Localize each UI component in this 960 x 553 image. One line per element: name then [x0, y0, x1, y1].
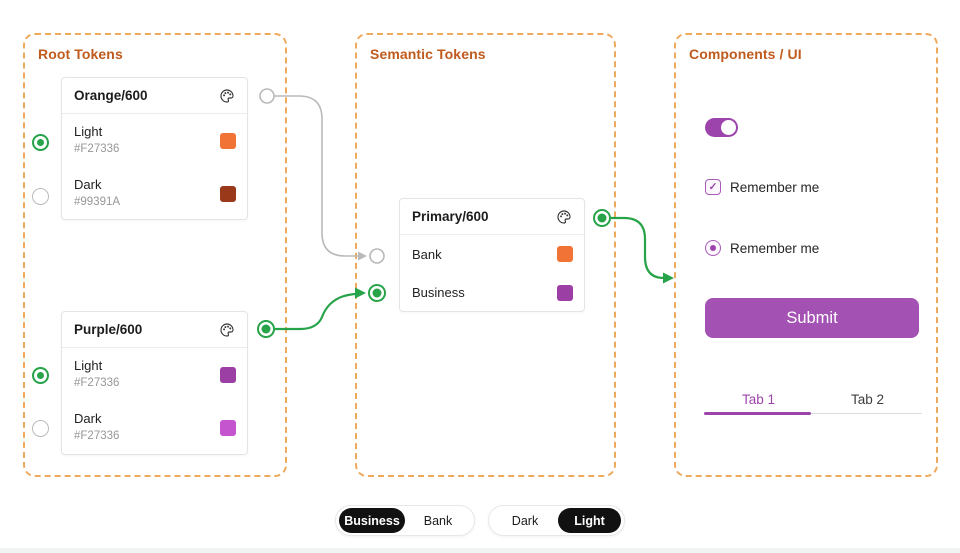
purple-dark-radio[interactable]	[31, 419, 49, 437]
orange-dark-swatch	[220, 185, 236, 202]
business-row[interactable]: Business	[400, 274, 584, 313]
semantic-tokens-title: Semantic Tokens	[370, 46, 486, 62]
submit-button[interactable]: Submit	[705, 298, 919, 338]
checkbox[interactable]: ✓	[705, 179, 721, 195]
orange-dark-label: Dark	[74, 177, 102, 192]
root-tokens-title: Root Tokens	[38, 46, 123, 62]
theme-option-dark[interactable]: Dark	[511, 513, 539, 528]
orange-light-label: Light	[74, 124, 103, 139]
bank-row[interactable]: Bank	[400, 235, 584, 274]
active-tab-underline	[704, 412, 811, 415]
toggle-knob	[721, 120, 736, 135]
radio-button[interactable]	[705, 240, 721, 256]
wire-primary-to-components	[611, 216, 666, 280]
purple-light-hex: #F27336	[74, 377, 120, 389]
palette-icon	[219, 88, 235, 104]
business-label: Business	[412, 285, 465, 301]
purple-600-card-title: Purple/600	[74, 322, 143, 337]
orange-light-row[interactable]: Light #F27336	[62, 114, 247, 167]
wire-primary-arrowhead	[663, 272, 674, 284]
business-swatch	[557, 284, 573, 301]
checkbox-row: ✓ Remember me	[705, 179, 819, 195]
purple-light-radio[interactable]	[31, 366, 49, 384]
orange-light-hex: #F27336	[74, 143, 120, 155]
orange-dark-hex: #99391A	[74, 196, 121, 208]
bottom-strip	[0, 548, 960, 553]
bank-swatch	[557, 246, 573, 263]
orange-600-card: Orange/600 Light #F27336 Dark #99391A	[61, 77, 248, 220]
brand-switch: Business Bank	[335, 505, 475, 536]
checkbox-label: Remember me	[730, 179, 820, 195]
purple-dark-swatch	[220, 419, 236, 436]
tab-2[interactable]: Tab 2	[850, 392, 885, 407]
primary-600-card-header: Primary/600	[400, 199, 584, 235]
brand-option-bank[interactable]: Bank	[423, 513, 453, 528]
orange-light-swatch	[220, 132, 236, 149]
purple-dark-hex: #F27336	[74, 430, 120, 442]
orange-dark-radio[interactable]	[31, 187, 49, 205]
components-ui-panel: Components / UI	[674, 33, 938, 477]
bank-label: Bank	[412, 246, 442, 262]
orange-light-radio[interactable]	[31, 133, 49, 151]
purple-dark-row[interactable]: Dark #F27336	[62, 401, 247, 454]
purple-dark-label: Dark	[74, 411, 102, 426]
primary-600-card-title: Primary/600	[412, 209, 489, 224]
radio-label: Remember me	[730, 240, 820, 256]
wire-purple-to-primary	[275, 292, 357, 331]
radio-row: Remember me	[705, 240, 819, 256]
components-ui-title: Components / UI	[689, 46, 802, 62]
purple-light-label: Light	[74, 358, 103, 373]
check-icon: ✓	[708, 181, 718, 193]
palette-icon	[556, 209, 572, 225]
purple-light-swatch	[220, 366, 236, 383]
theme-option-light[interactable]: Light	[558, 508, 621, 533]
purple-600-card: Purple/600 Light #F27336 Dark #F27336	[61, 311, 248, 455]
purple-600-card-header: Purple/600	[62, 312, 247, 348]
orange-dark-row[interactable]: Dark #99391A	[62, 167, 247, 220]
palette-icon	[219, 322, 235, 338]
theme-switch: Dark Light	[488, 505, 625, 536]
toggle-switch[interactable]	[705, 118, 738, 137]
primary-600-card: Primary/600 Bank Business	[399, 198, 585, 312]
orange-600-card-title: Orange/600	[74, 88, 148, 103]
purple-light-row[interactable]: Light #F27336	[62, 348, 247, 401]
tab-1[interactable]: Tab 1	[741, 392, 776, 407]
orange-600-card-header: Orange/600	[62, 78, 247, 114]
tab-bar: Tab 1 Tab 2	[704, 388, 922, 415]
brand-option-business[interactable]: Business	[339, 508, 405, 533]
